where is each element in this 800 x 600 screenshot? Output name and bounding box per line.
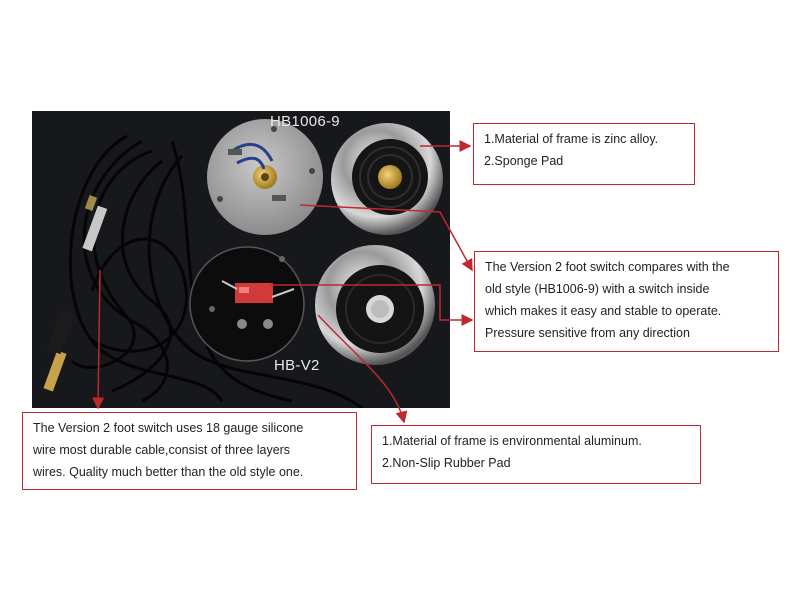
foot-switch-illustration bbox=[43, 119, 443, 408]
callout-line: The Version 2 foot switch compares with … bbox=[485, 260, 730, 274]
product-photo: HB1006-9 HB-V2 bbox=[32, 111, 450, 408]
callout-line: 1.Material of frame is environmental alu… bbox=[382, 434, 642, 448]
callout-line: Pressure sensitive from any direction bbox=[485, 326, 690, 340]
label-hb1006: HB1006-9 bbox=[270, 113, 340, 130]
hbv2-open-base bbox=[189, 246, 305, 362]
jack-plug-lower bbox=[43, 309, 75, 392]
callout-line: 2.Non-Slip Rubber Pad bbox=[382, 456, 511, 470]
callout-line: The Version 2 foot switch uses 18 gauge … bbox=[33, 421, 304, 435]
callout-line: wire most durable cable,consist of three… bbox=[33, 443, 291, 457]
jack-plug-upper bbox=[82, 195, 108, 252]
callout-hb1006-features: 1.Material of frame is zinc alloy. 2.Spo… bbox=[473, 123, 695, 185]
callout-line: which makes it easy and stable to operat… bbox=[485, 304, 722, 318]
callout-hbv2-features: 1.Material of frame is environmental alu… bbox=[371, 425, 701, 484]
callout-cable-description: The Version 2 foot switch uses 18 gauge … bbox=[22, 412, 357, 490]
label-hbv2: HB-V2 bbox=[274, 357, 320, 374]
callout-line: 1.Material of frame is zinc alloy. bbox=[484, 132, 659, 146]
callout-line: old style (HB1006-9) with a switch insid… bbox=[485, 282, 710, 296]
callout-version2-comparison: The Version 2 foot switch compares with … bbox=[474, 251, 779, 352]
callout-line: wires. Quality much better than the old … bbox=[33, 465, 304, 479]
coiled-cable bbox=[68, 134, 363, 408]
callout-line: 2.Sponge Pad bbox=[484, 154, 564, 168]
